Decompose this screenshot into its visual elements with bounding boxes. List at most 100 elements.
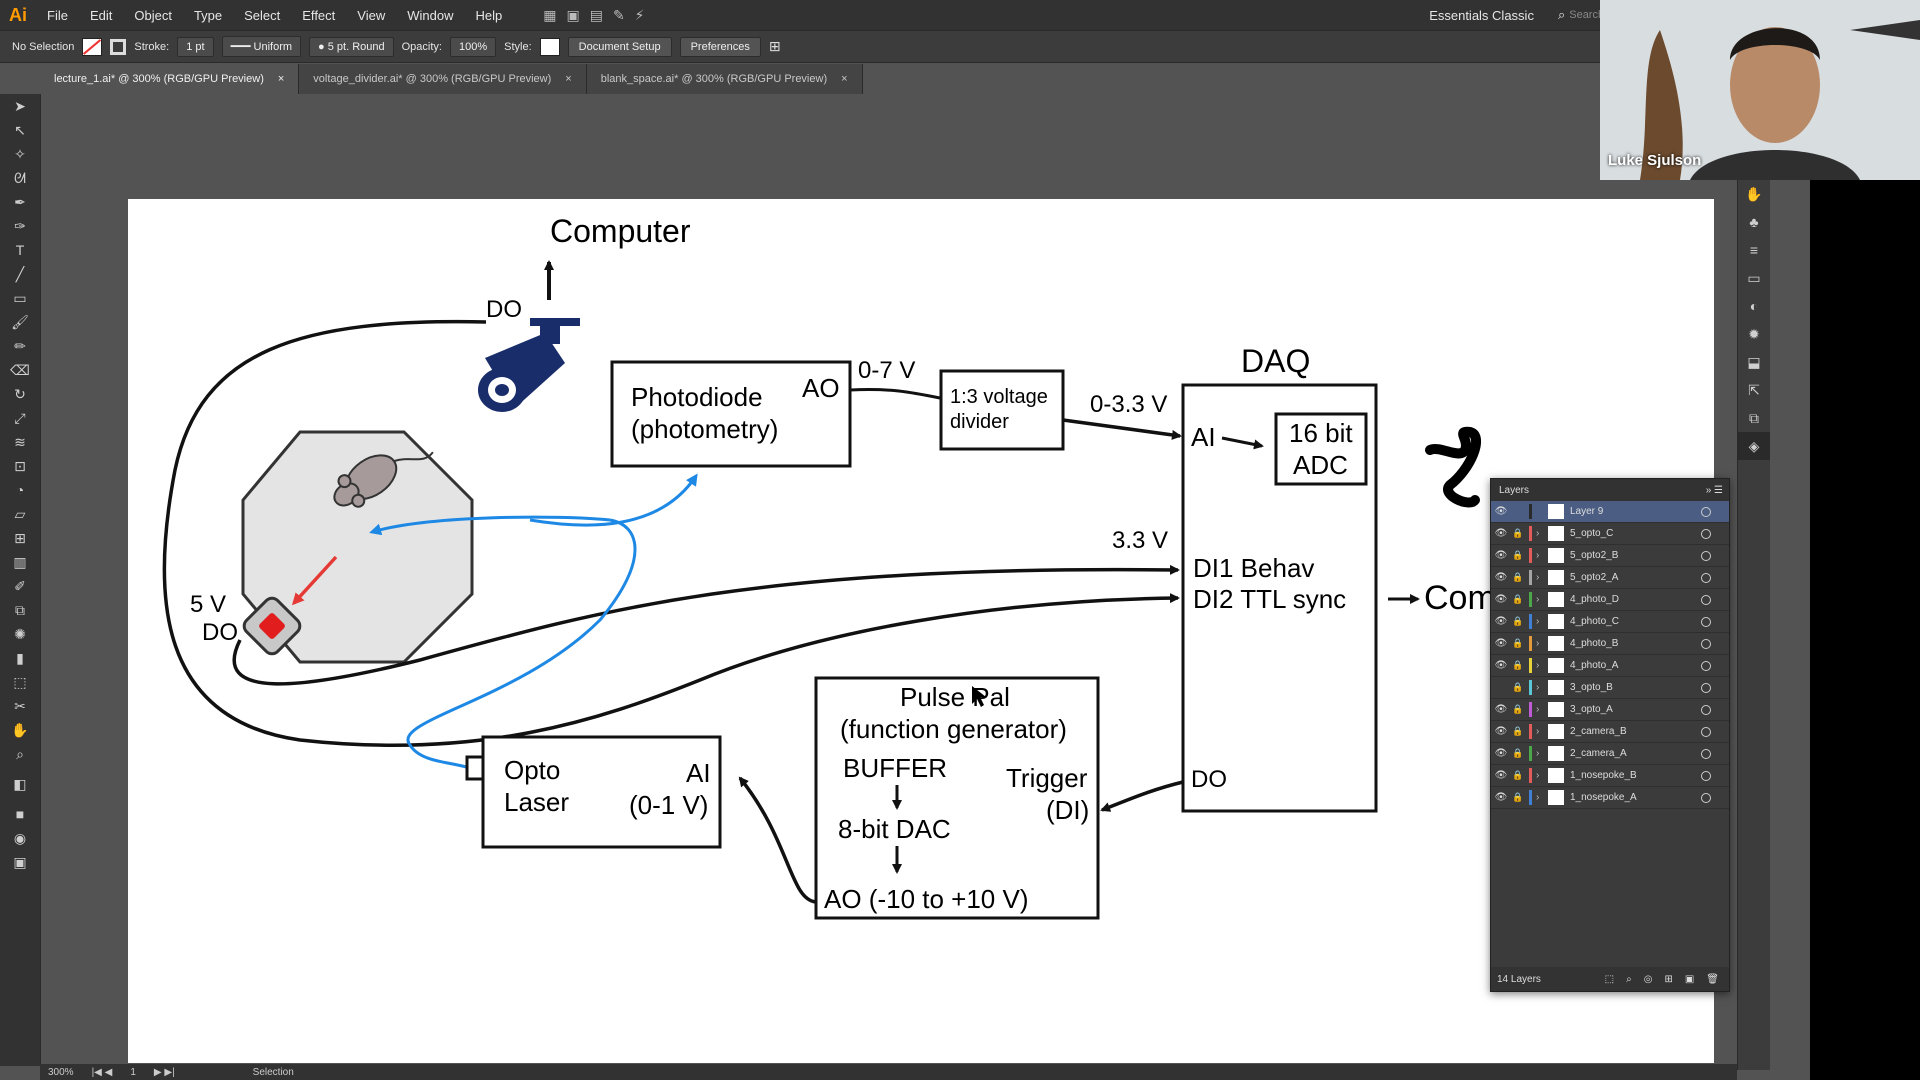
- target-circle-icon[interactable]: [1701, 572, 1711, 583]
- expand-chevron-icon[interactable]: ›: [1536, 704, 1540, 715]
- warp-tool-icon[interactable]: ≋: [14, 433, 26, 450]
- expand-chevron-icon[interactable]: ›: [1536, 726, 1540, 737]
- arrange-documents-icon[interactable]: ▤: [589, 6, 603, 23]
- gpu-performance-icon[interactable]: ⚡: [634, 6, 645, 23]
- menu-select[interactable]: Select: [244, 7, 281, 23]
- artboard-tool-icon[interactable]: ⬚: [13, 673, 27, 690]
- target-circle-icon[interactable]: [1701, 594, 1711, 605]
- arrange-icon[interactable]: ⊞: [768, 38, 781, 54]
- symbols-icon[interactable]: ♣: [1749, 214, 1759, 230]
- direct-selection-tool-icon[interactable]: ↖: [14, 121, 26, 138]
- symbol-sprayer-tool-icon[interactable]: ✺: [14, 625, 26, 642]
- new-sublayer-icon[interactable]: ⊞: [1664, 973, 1673, 985]
- blend-tool-icon[interactable]: ⧉: [15, 601, 25, 618]
- visibility-eye-icon[interactable]: 👁: [1494, 792, 1508, 803]
- visibility-eye-icon[interactable]: 👁: [1494, 572, 1508, 583]
- type-tool-icon[interactable]: T: [15, 242, 25, 258]
- magic-wand-tool-icon[interactable]: ✧: [14, 145, 26, 162]
- visibility-eye-icon[interactable]: 👁: [1494, 748, 1508, 759]
- layer-name[interactable]: 5_opto2_A: [1570, 572, 1619, 583]
- visibility-eye-icon[interactable]: 👁: [1494, 726, 1508, 737]
- zoom-level[interactable]: 300%: [48, 1066, 74, 1078]
- zoom-tool-icon[interactable]: ⌕: [16, 745, 24, 762]
- layer-row[interactable]: 👁🔒›1_nosepoke_B: [1491, 765, 1729, 787]
- layer-row[interactable]: 👁🔒›2_camera_A: [1491, 743, 1729, 765]
- layer-name[interactable]: 1_nosepoke_A: [1570, 792, 1637, 803]
- target-circle-icon[interactable]: [1701, 726, 1711, 737]
- visibility-eye-icon[interactable]: 👁: [1494, 550, 1508, 561]
- lock-icon[interactable]: 🔒: [1512, 792, 1524, 802]
- properties-icon[interactable]: ✋: [1745, 185, 1763, 202]
- scale-tool-icon[interactable]: ⤢: [14, 409, 26, 426]
- target-circle-icon[interactable]: [1701, 528, 1711, 539]
- lock-icon[interactable]: 🔒: [1512, 660, 1524, 670]
- menu-window[interactable]: Window: [407, 7, 454, 23]
- target-circle-icon[interactable]: [1701, 682, 1711, 693]
- hand-tool-icon[interactable]: ✋: [11, 721, 29, 738]
- artboard-number[interactable]: 1: [130, 1066, 136, 1078]
- lock-icon[interactable]: 🔒: [1512, 704, 1524, 714]
- document-tab[interactable]: blank_space.ai* @ 300% (RGB/GPU Preview)…: [586, 64, 863, 94]
- menu-view[interactable]: View: [357, 7, 386, 23]
- menu-file[interactable]: File: [47, 7, 68, 23]
- brush-definition[interactable]: ● 5 pt. Round: [309, 36, 394, 57]
- layer-name[interactable]: 4_photo_C: [1570, 616, 1619, 627]
- visibility-eye-icon[interactable]: 👁: [1494, 704, 1508, 715]
- layer-row[interactable]: 👁🔒›4_photo_A: [1491, 655, 1729, 677]
- close-tab-icon[interactable]: ×: [277, 73, 285, 85]
- style-swatch[interactable]: [539, 37, 560, 56]
- menu-object[interactable]: Object: [134, 7, 172, 23]
- artboard-next-icon[interactable]: ▶ ▶|: [153, 1066, 175, 1078]
- layer-name[interactable]: 3_opto_A: [1570, 704, 1613, 715]
- fill-swatch[interactable]: [82, 37, 103, 56]
- eraser-tool-icon[interactable]: ⌫: [10, 361, 30, 378]
- expand-chevron-icon[interactable]: ›: [1536, 660, 1540, 671]
- slice-tool-icon[interactable]: ✂: [14, 697, 26, 714]
- appearance-icon[interactable]: ✹: [1748, 325, 1760, 342]
- workspace-switcher[interactable]: Essentials Classic: [1429, 7, 1534, 23]
- expand-chevron-icon[interactable]: ›: [1536, 594, 1540, 605]
- target-circle-icon[interactable]: [1701, 616, 1711, 627]
- lock-icon[interactable]: 🔒: [1512, 748, 1524, 758]
- expand-chevron-icon[interactable]: ›: [1536, 638, 1540, 649]
- lock-icon[interactable]: 🔒: [1512, 528, 1524, 538]
- mesh-tool-icon[interactable]: ⊞: [14, 529, 26, 546]
- gradient-tool-icon[interactable]: ▥: [13, 553, 27, 570]
- target-circle-icon[interactable]: [1701, 550, 1711, 561]
- lock-icon[interactable]: 🔒: [1512, 572, 1524, 582]
- visibility-eye-icon[interactable]: 👁: [1494, 638, 1508, 649]
- collect-export-icon[interactable]: ⬚: [1604, 973, 1615, 985]
- stroke-panel-icon[interactable]: ≡: [1749, 242, 1759, 258]
- target-circle-icon[interactable]: [1701, 660, 1711, 671]
- transparency-icon[interactable]: ◐: [1749, 298, 1759, 314]
- expand-chevron-icon[interactable]: ›: [1536, 792, 1540, 803]
- preferences-button[interactable]: Preferences: [679, 36, 761, 57]
- lock-icon[interactable]: 🔒: [1512, 770, 1524, 780]
- layer-row[interactable]: 🔒›3_opto_B: [1491, 677, 1729, 699]
- make-clipping-mask-icon[interactable]: ◎: [1643, 973, 1653, 985]
- rectangle-tool-icon[interactable]: ▭: [13, 289, 27, 306]
- layer-row[interactable]: 👁🔒›4_photo_B: [1491, 633, 1729, 655]
- visibility-eye-icon[interactable]: 👁: [1494, 770, 1508, 781]
- expand-chevron-icon[interactable]: ›: [1536, 550, 1540, 561]
- paintbrush-tool-icon[interactable]: 🖌: [11, 313, 29, 330]
- stroke-swatch[interactable]: [110, 38, 127, 55]
- expand-chevron-icon[interactable]: ›: [1536, 770, 1540, 781]
- lock-icon[interactable]: 🔒: [1512, 616, 1524, 626]
- layers-icon[interactable]: ◈: [1738, 432, 1770, 460]
- expand-chevron-icon[interactable]: ›: [1536, 572, 1540, 583]
- layer-row[interactable]: 👁 🔒 › 5_opto2_A: [1491, 567, 1729, 589]
- layer-row[interactable]: 👁 🔒 › 3_opto_A: [1491, 699, 1729, 721]
- layer-row[interactable]: 👁🔒›4_photo_D: [1491, 589, 1729, 611]
- eyedropper-tool-icon[interactable]: ✐: [14, 577, 26, 594]
- stock-icon[interactable]: ▣: [566, 6, 580, 23]
- panel-menu-icon[interactable]: » ☰: [1705, 484, 1723, 496]
- lock-icon[interactable]: 🔒: [1512, 594, 1524, 604]
- free-transform-tool-icon[interactable]: ⊡: [14, 457, 26, 474]
- menu-type[interactable]: Type: [193, 7, 223, 23]
- selection-tool-icon[interactable]: ➤: [14, 97, 26, 114]
- shape-builder-tool-icon[interactable]: ◔: [15, 482, 25, 498]
- rotate-tool-icon[interactable]: ↻: [14, 385, 26, 402]
- gradient-panel-icon[interactable]: ▭: [1747, 269, 1761, 286]
- layer-row[interactable]: 👁🔒›2_camera_B: [1491, 721, 1729, 743]
